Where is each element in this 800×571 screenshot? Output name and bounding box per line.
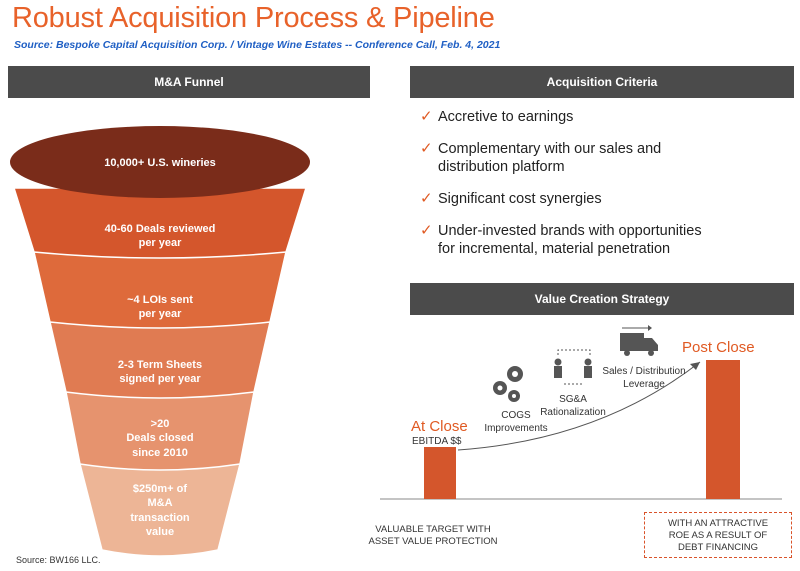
funnel-heading: M&A Funnel [8,66,370,98]
post-close-bar [706,360,740,499]
funnel-stage-text: ~4 LOIs sent [127,294,193,306]
funnel-stage-label: 40-60 Deals reviewed per year [105,222,216,251]
post-close-label: Post Close [682,339,755,356]
checkmark-icon: ✓ [420,190,433,207]
page-title: Robust Acquisition Process & Pipeline [12,2,495,34]
checkmark-icon: ✓ [420,222,433,239]
funnel-stage-5 [79,463,241,557]
criteria-text: Accretive to earnings [438,109,574,125]
checkmark-icon: ✓ [420,108,433,125]
truck-icon [620,325,658,356]
funnel-stage-1 [12,187,308,259]
criteria-text: distribution platform [438,159,565,175]
sales-label: Sales / Distribution Leverage [602,366,686,390]
funnel-stage-0 [10,126,310,198]
value-creation-heading: Value Creation Strategy [410,283,794,315]
at-close-label: At Close [411,418,468,435]
funnel-stage-text: value [145,525,175,538]
value-creation-chart [380,325,782,500]
ebitda-label: EBITDA $$ [412,436,462,447]
criteria-text: Complementary with our sales and [438,141,662,157]
criteria-text: Significant cost synergies [438,191,602,207]
funnel-stage-text: 10,000+ U.S. wineries [104,157,216,169]
bottom-left-note: VALUABLE TARGET WITH ASSET VALUE PROTECT… [368,524,498,547]
funnel-stage-text: per year [138,308,182,321]
funnel-stage-text: since 2010 [132,446,188,459]
funnel-stage-2 [33,251,287,329]
criteria-item: ✓ Significant cost synergies [420,190,790,208]
funnel [10,126,310,557]
funnel-stage-3 [49,321,271,399]
funnel-stage-label: 10,000+ U.S. wineries [104,156,216,170]
criteria-list: ✓ Accretive to earnings ✓ Complementary … [420,108,790,272]
people-exchange-icon [554,349,592,385]
criteria-text: Under-invested brands with opportunities [438,223,702,239]
funnel-stage-text: >20 [150,418,170,430]
criteria-item: ✓ Accretive to earnings [420,108,790,126]
funnel-stage-text: 40-60 Deals reviewed [104,223,216,235]
growth-arrowhead [690,362,700,370]
funnel-stage-text: 2-3 Term Sheets [117,359,203,371]
page-subtitle: Source: Bespoke Capital Acquisition Corp… [14,39,501,51]
criteria-heading: Acquisition Criteria [410,66,794,98]
criteria-text: for incremental, material penetration [438,241,671,257]
bottom-right-note: WITH AN ATTRACTIVE ROE AS A RESULT OF DE… [644,512,792,558]
criteria-item: ✓ Under-invested brands with opportuniti… [420,222,790,258]
funnel-stage-text: per year [138,237,182,250]
at-close-bar [424,447,456,499]
funnel-stage-4 [65,391,255,471]
funnel-stage-text: M&A [147,497,173,510]
source-note: Source: BW166 LLC. [16,555,101,565]
funnel-stage-label: ~4 LOIs sent per year [127,293,193,322]
sga-label: SG&A Rationalization [540,394,606,418]
criteria-item: ✓ Complementary with our sales and distr… [420,140,790,176]
funnel-stage-text: Deals closed [126,432,194,445]
funnel-stage-text: signed per year [119,373,201,386]
cogs-label: COGS Improvements [484,410,548,434]
funnel-stage-label: 2-3 Term Sheets signed per year [118,358,202,387]
funnel-stage-text: transaction [130,511,190,524]
funnel-stage-text: $250m+ of [132,483,188,495]
growth-arrow [457,361,701,451]
gears-icon [493,366,523,402]
checkmark-icon: ✓ [420,140,433,157]
